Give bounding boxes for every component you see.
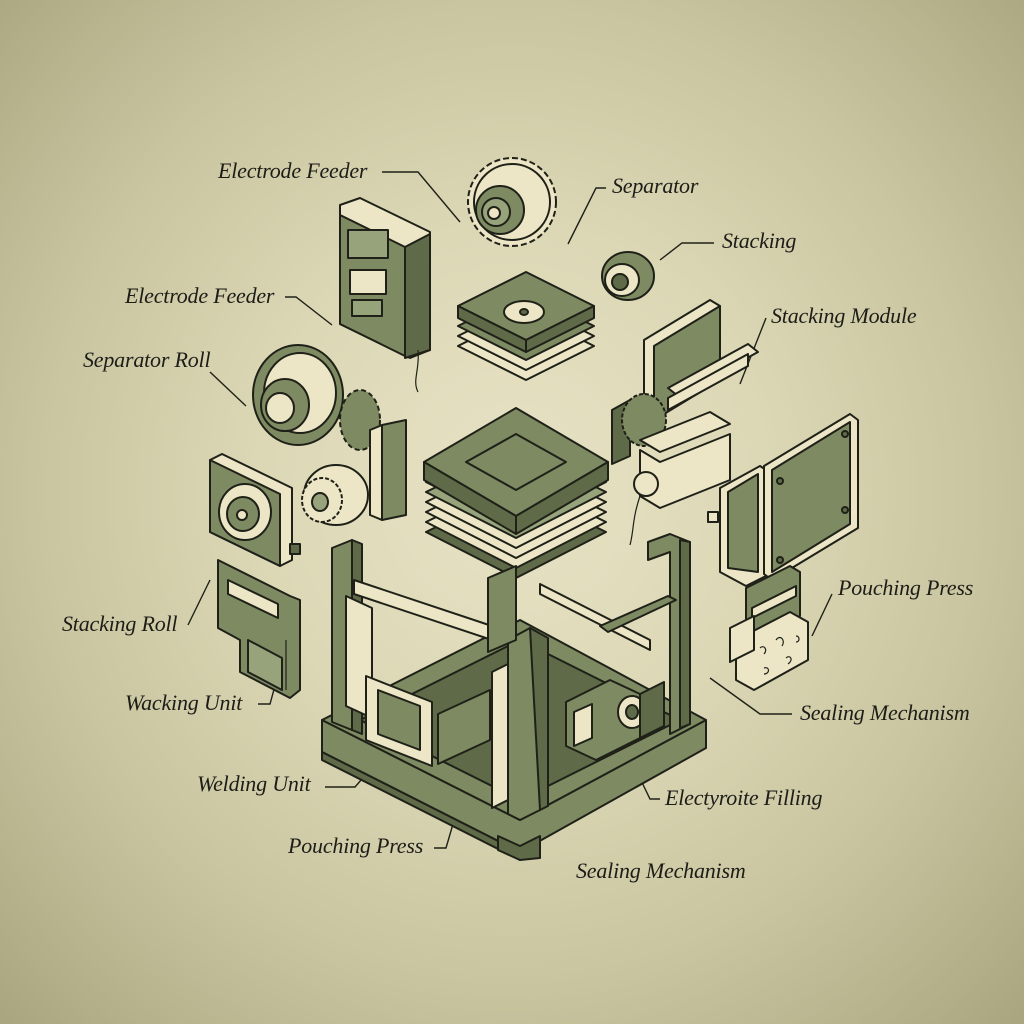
label-electrode-feeder-top: Electrode Feeder bbox=[218, 158, 368, 183]
wacking-unit-bracket bbox=[217, 559, 301, 699]
label-electyroite-filling: Electyroite Filling bbox=[665, 785, 823, 810]
pouching-press-block bbox=[729, 565, 809, 691]
welding-and-motor bbox=[365, 675, 665, 767]
label-sealing-mechanism-bottom: Sealing Mechanism bbox=[576, 858, 746, 883]
electrode-feeder-unit bbox=[339, 197, 431, 393]
label-wacking-unit: Wacking Unit bbox=[125, 690, 243, 715]
stacking-roll-plate bbox=[209, 453, 301, 567]
label-pouching-press-bottom: Pouching Press bbox=[288, 833, 424, 858]
label-pouching-press-right: Pouching Press bbox=[838, 575, 974, 600]
upper-plate-stack bbox=[457, 271, 595, 381]
separator-roll-assembly bbox=[252, 344, 407, 526]
pouching-panels bbox=[707, 413, 859, 587]
label-separator: Separator bbox=[612, 173, 699, 198]
label-sealing-mechanism-right: Sealing Mechanism bbox=[800, 700, 970, 725]
center-plate-stack bbox=[423, 407, 609, 579]
separator-gear bbox=[467, 157, 557, 247]
label-stacking-roll: Stacking Roll bbox=[62, 611, 178, 636]
label-separator-roll: Separator Roll bbox=[83, 347, 211, 372]
stacking-module-unit bbox=[611, 299, 759, 546]
main-frame-structure bbox=[331, 533, 691, 821]
label-stacking: Stacking bbox=[722, 228, 797, 253]
label-welding-unit: Welding Unit bbox=[197, 771, 311, 796]
label-stacking-module: Stacking Module bbox=[771, 303, 917, 328]
stacking-roller bbox=[601, 251, 655, 301]
label-electrode-feeder-left: Electrode Feeder bbox=[125, 283, 275, 308]
